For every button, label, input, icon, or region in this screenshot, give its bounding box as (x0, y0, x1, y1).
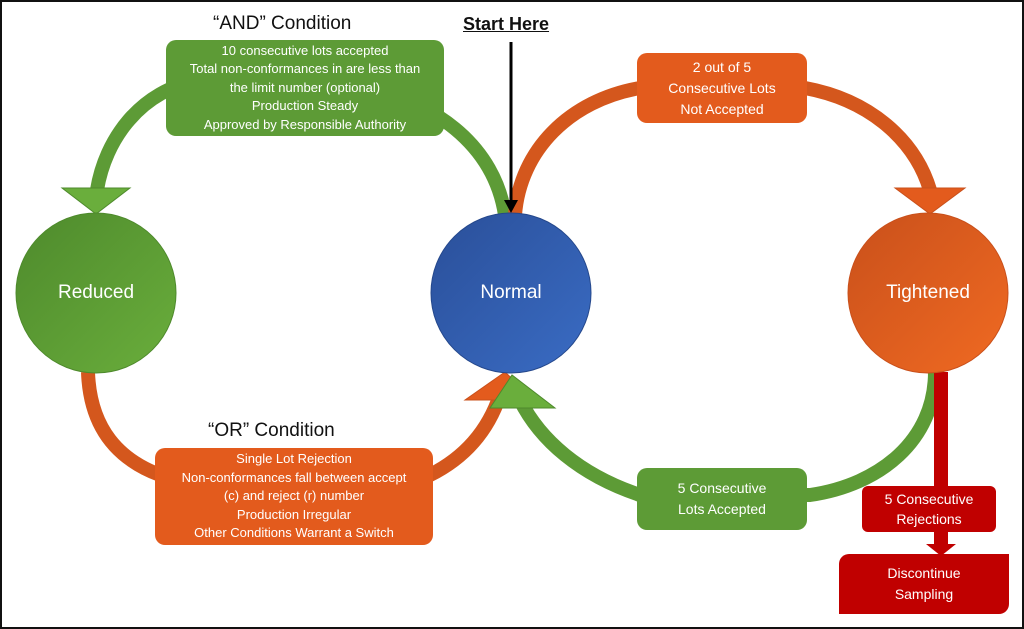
disc-line: Sampling (894, 586, 954, 602)
and-line: Approved by Responsible Authority (203, 116, 407, 132)
and-condition-box: 10 consecutive lots accepted Total non-c… (166, 40, 444, 136)
node-reduced: Reduced (16, 213, 176, 373)
normal-to-tightened-box: 2 out of 5 Consecutive Lots Not Accepted (637, 53, 807, 123)
ttn-line: 5 Consecutive (677, 480, 767, 496)
rej-line: 5 Consecutive (884, 491, 974, 507)
and-line: Total non-conformances in are less than (189, 61, 421, 77)
node-normal-label: Normal (480, 282, 542, 303)
node-reduced-label: Reduced (57, 282, 135, 303)
node-tightened: Tightened (848, 213, 1008, 373)
or-line: (c) and reject (r) number (223, 488, 365, 504)
or-line: Non-conformances fall between accept (181, 469, 407, 485)
node-normal: Normal (431, 213, 591, 373)
or-condition-heading: “OR” Condition (208, 420, 335, 441)
ntt-line: Not Accepted (680, 100, 764, 117)
or-line: Single Lot Rejection (236, 451, 352, 467)
arrow-head-tightened (893, 187, 967, 215)
start-here-label: Start Here (463, 14, 550, 34)
disc-line: Discontinue (887, 565, 961, 581)
ntt-line: 2 out of 5 (692, 58, 752, 75)
and-condition-heading: “AND” Condition (213, 13, 352, 34)
tightened-to-normal-box: 5 Consecutive Lots Accepted (637, 468, 807, 530)
arrow-head-discontinue (926, 544, 956, 556)
start-arrow-head (504, 200, 518, 213)
or-condition-box: Single Lot Rejection Non-conformances fa… (155, 448, 433, 545)
or-line: Production Irregular (236, 506, 352, 522)
arrow-head-reduced (60, 187, 132, 215)
discontinue-sampling-box: Discontinue Sampling (839, 554, 1009, 614)
and-line: 10 consecutive lots accepted (221, 42, 389, 58)
and-line: the limit number (optional) (229, 79, 381, 95)
ttn-line: Lots Accepted (678, 501, 766, 517)
arrow-head-normal-from-tightened (489, 374, 557, 409)
ntt-line: Consecutive Lots (668, 79, 776, 96)
rej-line: Rejections (896, 511, 962, 527)
or-line: Other Conditions Warrant a Switch (194, 525, 394, 541)
and-line: Production Steady (251, 98, 359, 114)
node-tightened-label: Tightened (886, 282, 970, 303)
consecutive-rejections-box: 5 Consecutive Rejections (862, 486, 996, 532)
arrow-tightened-to-normal (513, 371, 942, 502)
